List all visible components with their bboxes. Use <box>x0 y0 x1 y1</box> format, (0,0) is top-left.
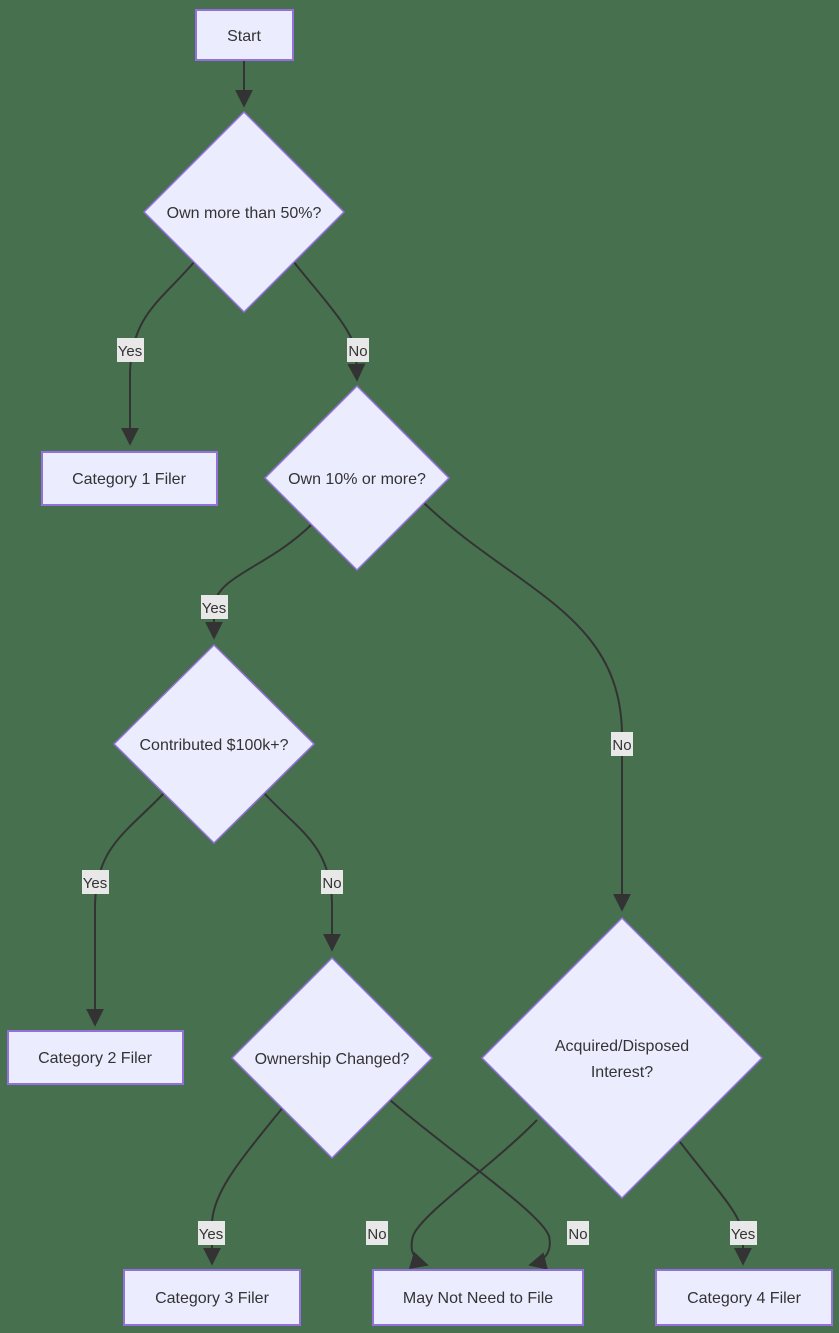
edge-label-acquired-no: No <box>366 1221 388 1245</box>
edge-label-text: Yes <box>202 600 226 617</box>
edge-label-own10-no: No <box>611 732 633 756</box>
edge-ownership-yes <box>203 1105 285 1266</box>
edge-label-contributed-yes: Yes <box>82 870 109 894</box>
edge-contributed-yes <box>86 792 165 1027</box>
node-label: May Not Need to File <box>403 1290 553 1307</box>
decision-acquired-disposed-interest: Acquired/Disposed Interest? <box>480 916 764 1200</box>
edge-label-text: No <box>568 1226 587 1243</box>
edge-ownership-no <box>389 1099 551 1270</box>
node-category-3-filer: Category 3 Filer <box>123 1269 301 1326</box>
edge-own50-yes <box>121 260 196 446</box>
edge-label-ownership-no: No <box>567 1221 589 1245</box>
node-label: Category 4 Filer <box>687 1290 801 1307</box>
edge-label-text: No <box>367 1226 386 1243</box>
edge-group <box>86 60 752 1270</box>
edge-label-text: No <box>348 343 367 360</box>
node-label: Ownership Changed? <box>255 1051 410 1068</box>
edge-label-contributed-no: No <box>321 870 343 894</box>
decision-contributed-100k: Contributed $100k+? <box>112 643 316 845</box>
node-label-line1: Acquired/Disposed <box>555 1038 689 1055</box>
edge-label-own50-no: No <box>347 338 369 362</box>
decision-ownership-changed: Ownership Changed? <box>230 956 434 1160</box>
edge-label-own10-yes: Yes <box>201 595 228 619</box>
edge-label-text: Yes <box>199 1226 223 1243</box>
edge-label-text: Yes <box>118 343 142 360</box>
edge-label-acquired-yes: Yes <box>730 1221 757 1245</box>
edge-label-text: Yes <box>731 1226 755 1243</box>
node-label: Start <box>227 28 261 45</box>
edge-label-text: Yes <box>83 875 107 892</box>
edge-own50-no <box>292 260 366 382</box>
node-category-2-filer: Category 2 Filer <box>7 1030 184 1085</box>
edge-own10-yes <box>205 524 312 640</box>
edge-acquired-yes <box>679 1141 752 1266</box>
edge-label-own50-yes: Yes <box>117 338 144 362</box>
edge-acquired-no <box>408 1119 538 1269</box>
node-label: Own 10% or more? <box>288 471 426 488</box>
node-category-1-filer: Category 1 Filer <box>41 451 218 506</box>
node-label: Contributed $100k+? <box>140 737 289 754</box>
edge-label-text: No <box>612 737 631 754</box>
edge-label-text: No <box>322 875 341 892</box>
edge-contributed-no <box>263 792 341 952</box>
node-label: Category 3 Filer <box>155 1290 269 1307</box>
node-label-line2: Interest? <box>591 1064 653 1081</box>
node-start: Start <box>195 9 294 61</box>
node-label: Category 2 Filer <box>38 1050 152 1067</box>
edge-own10-no <box>423 502 631 912</box>
decision-own-10-or-more: Own 10% or more? <box>263 384 451 572</box>
node-may-not-need-to-file: May Not Need to File <box>372 1269 584 1326</box>
node-category-4-filer: Category 4 Filer <box>655 1269 833 1326</box>
node-label: Category 1 Filer <box>72 471 186 488</box>
node-label: Own more than 50%? <box>167 205 322 222</box>
decision-own-more-than-50: Own more than 50%? <box>142 110 346 314</box>
edge-label-ownership-yes: Yes <box>198 1221 225 1245</box>
